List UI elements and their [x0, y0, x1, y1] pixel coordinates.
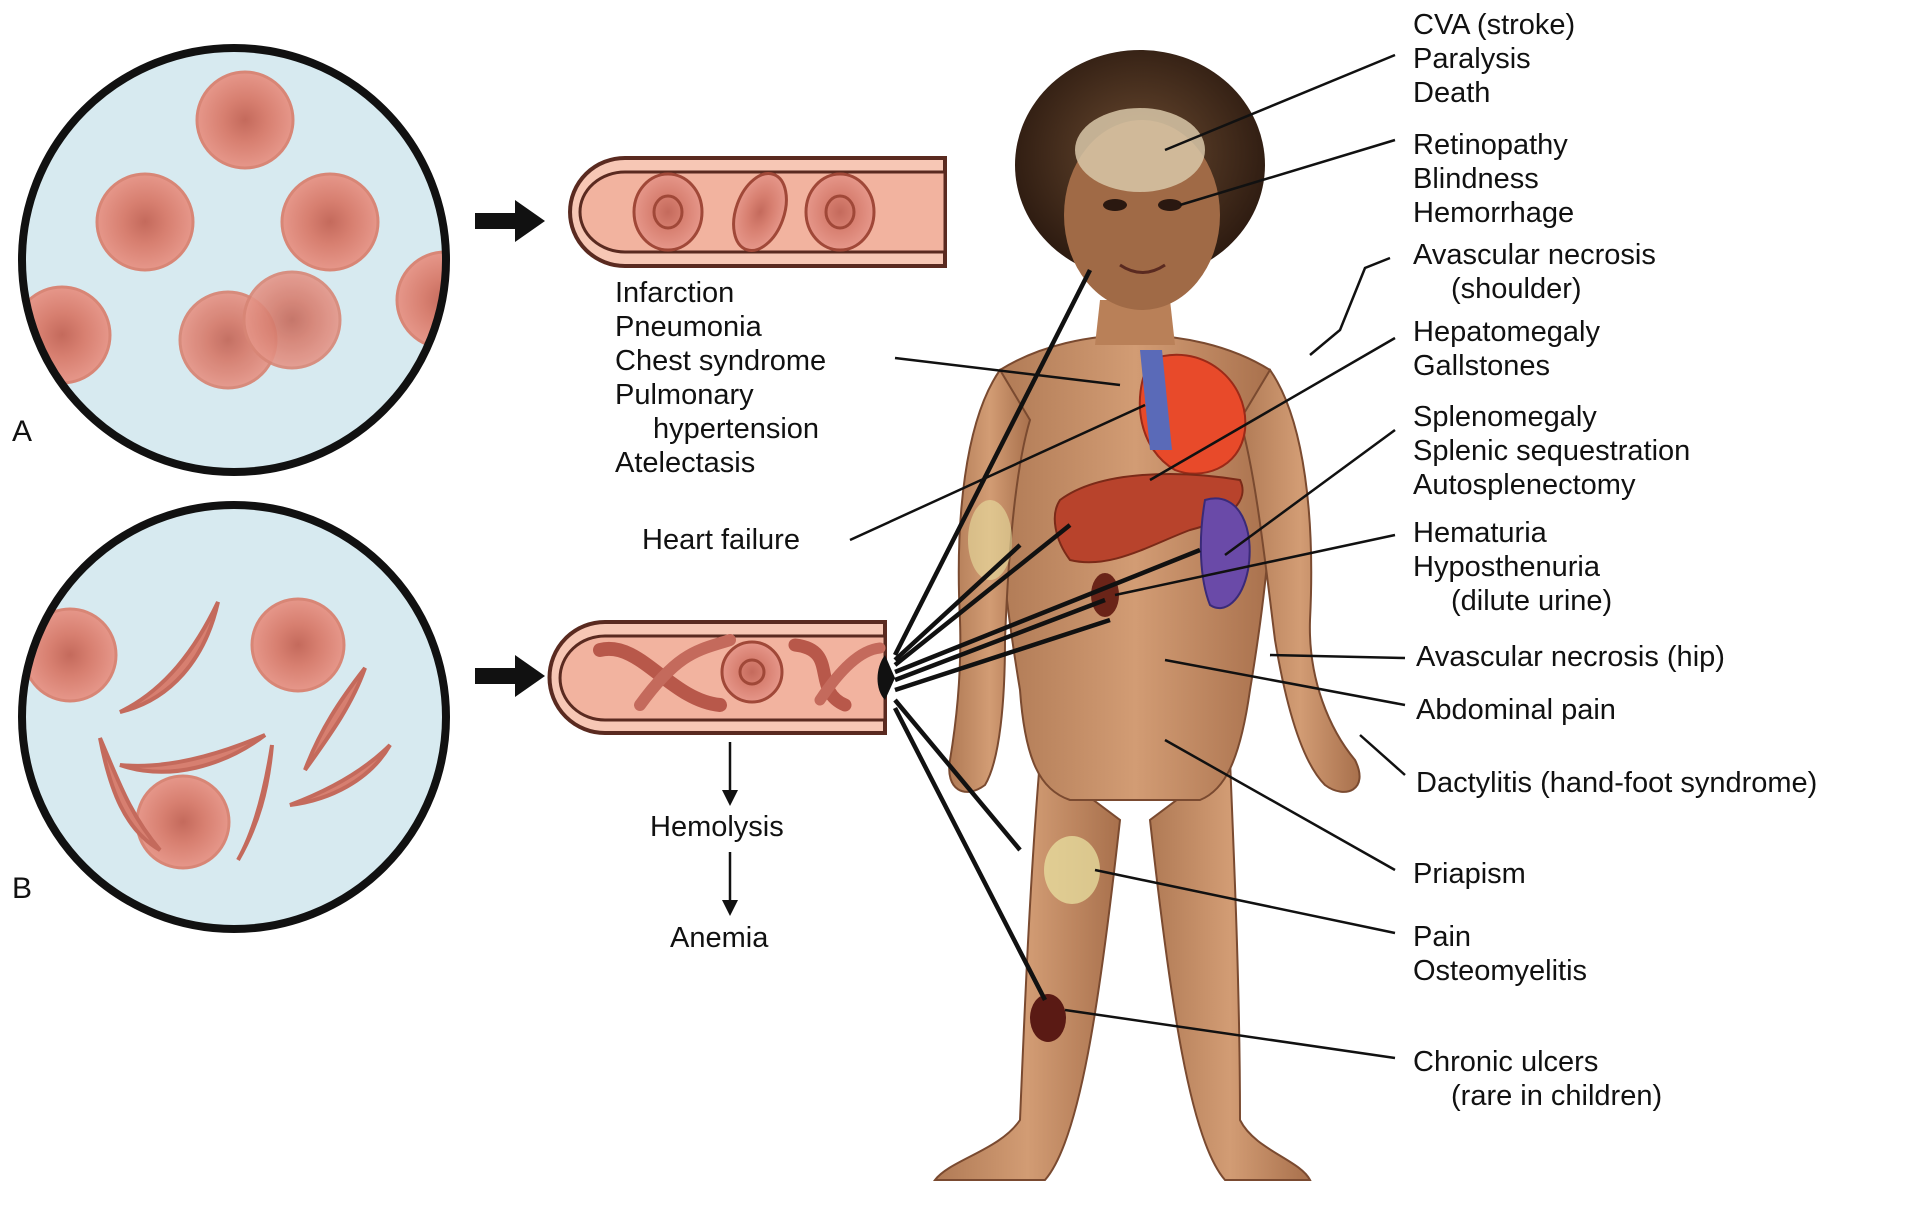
label-line: CVA (stroke) — [1413, 8, 1575, 42]
label-line: Chronic ulcers — [1413, 1045, 1662, 1079]
label-line: Infarction — [615, 276, 826, 310]
label-line: Hemorrhage — [1413, 196, 1574, 230]
label-line: Death — [1413, 76, 1575, 110]
liver-label: Hepatomegaly Gallstones — [1413, 315, 1600, 383]
abdominal-pain-label: Abdominal pain — [1416, 693, 1616, 727]
label-line: Osteomyelitis — [1413, 954, 1587, 988]
label-line: (rare in children) — [1413, 1079, 1662, 1113]
label-line: Splenomegaly — [1413, 400, 1690, 434]
heart-failure-label: Heart failure — [642, 523, 800, 557]
knee-label: Pain Osteomyelitis — [1413, 920, 1587, 988]
label-line: Blindness — [1413, 162, 1574, 196]
arrow-icon — [475, 655, 545, 697]
hemolysis-label: Hemolysis — [650, 810, 784, 844]
anemia-label: Anemia — [670, 921, 768, 955]
arrow-icon — [475, 200, 545, 242]
normal-red-cell — [244, 272, 340, 368]
dactylitis-label: Dactylitis (hand-foot syndrome) — [1416, 766, 1817, 800]
label-line: Gallstones — [1413, 349, 1600, 383]
occluded-blood-vessel — [550, 622, 896, 733]
cva-label: CVA (stroke) Paralysis Death — [1413, 8, 1575, 110]
label-line: Pulmonary — [615, 378, 826, 412]
normal-red-cell — [252, 599, 344, 691]
label-line: Autosplenectomy — [1413, 468, 1690, 502]
label-line: Avascular necrosis — [1413, 238, 1656, 272]
child-body-illustration — [935, 50, 1360, 1180]
label-line: Hematuria — [1413, 516, 1612, 550]
label-line: Hyposthenuria — [1413, 550, 1612, 584]
label-line: Hepatomegaly — [1413, 315, 1600, 349]
ulcers-label: Chronic ulcers (rare in children) — [1413, 1045, 1662, 1113]
label-line: Retinopathy — [1413, 128, 1574, 162]
normal-blood-circle — [14, 48, 493, 472]
label-line: Atelectasis — [615, 446, 826, 480]
vessel-complications-label: Infarction Pneumonia Chest syndrome Pulm… — [615, 276, 826, 480]
label-line: Pain — [1413, 920, 1587, 954]
label-line: hypertension — [615, 412, 826, 446]
avn-shoulder-label: Avascular necrosis (shoulder) — [1413, 238, 1656, 306]
normal-blood-vessel — [570, 158, 945, 266]
panel-a-label: A — [12, 415, 32, 449]
spleen-label: Splenomegaly Splenic sequestration Autos… — [1413, 400, 1690, 502]
down-arrow-icon — [722, 742, 738, 806]
normal-red-cell — [97, 174, 193, 270]
kidney-label: Hematuria Hyposthenuria (dilute urine) — [1413, 516, 1612, 618]
normal-red-cell — [137, 776, 229, 868]
label-line: Paralysis — [1413, 42, 1575, 76]
eye-complications-label: Retinopathy Blindness Hemorrhage — [1413, 128, 1574, 230]
label-line: (dilute urine) — [1413, 584, 1612, 618]
label-line: (shoulder) — [1413, 272, 1656, 306]
normal-red-cell — [282, 174, 378, 270]
normal-red-cell — [24, 609, 116, 701]
priapism-label: Priapism — [1413, 857, 1526, 891]
panel-b-label: B — [12, 872, 32, 906]
label-line: Chest syndrome — [615, 344, 826, 378]
label-line: Pneumonia — [615, 310, 826, 344]
normal-red-cell — [197, 72, 293, 168]
label-line: Splenic sequestration — [1413, 434, 1690, 468]
avn-hip-label: Avascular necrosis (hip) — [1416, 640, 1725, 674]
down-arrow-icon — [722, 852, 738, 916]
sickle-blood-circle — [22, 505, 446, 929]
